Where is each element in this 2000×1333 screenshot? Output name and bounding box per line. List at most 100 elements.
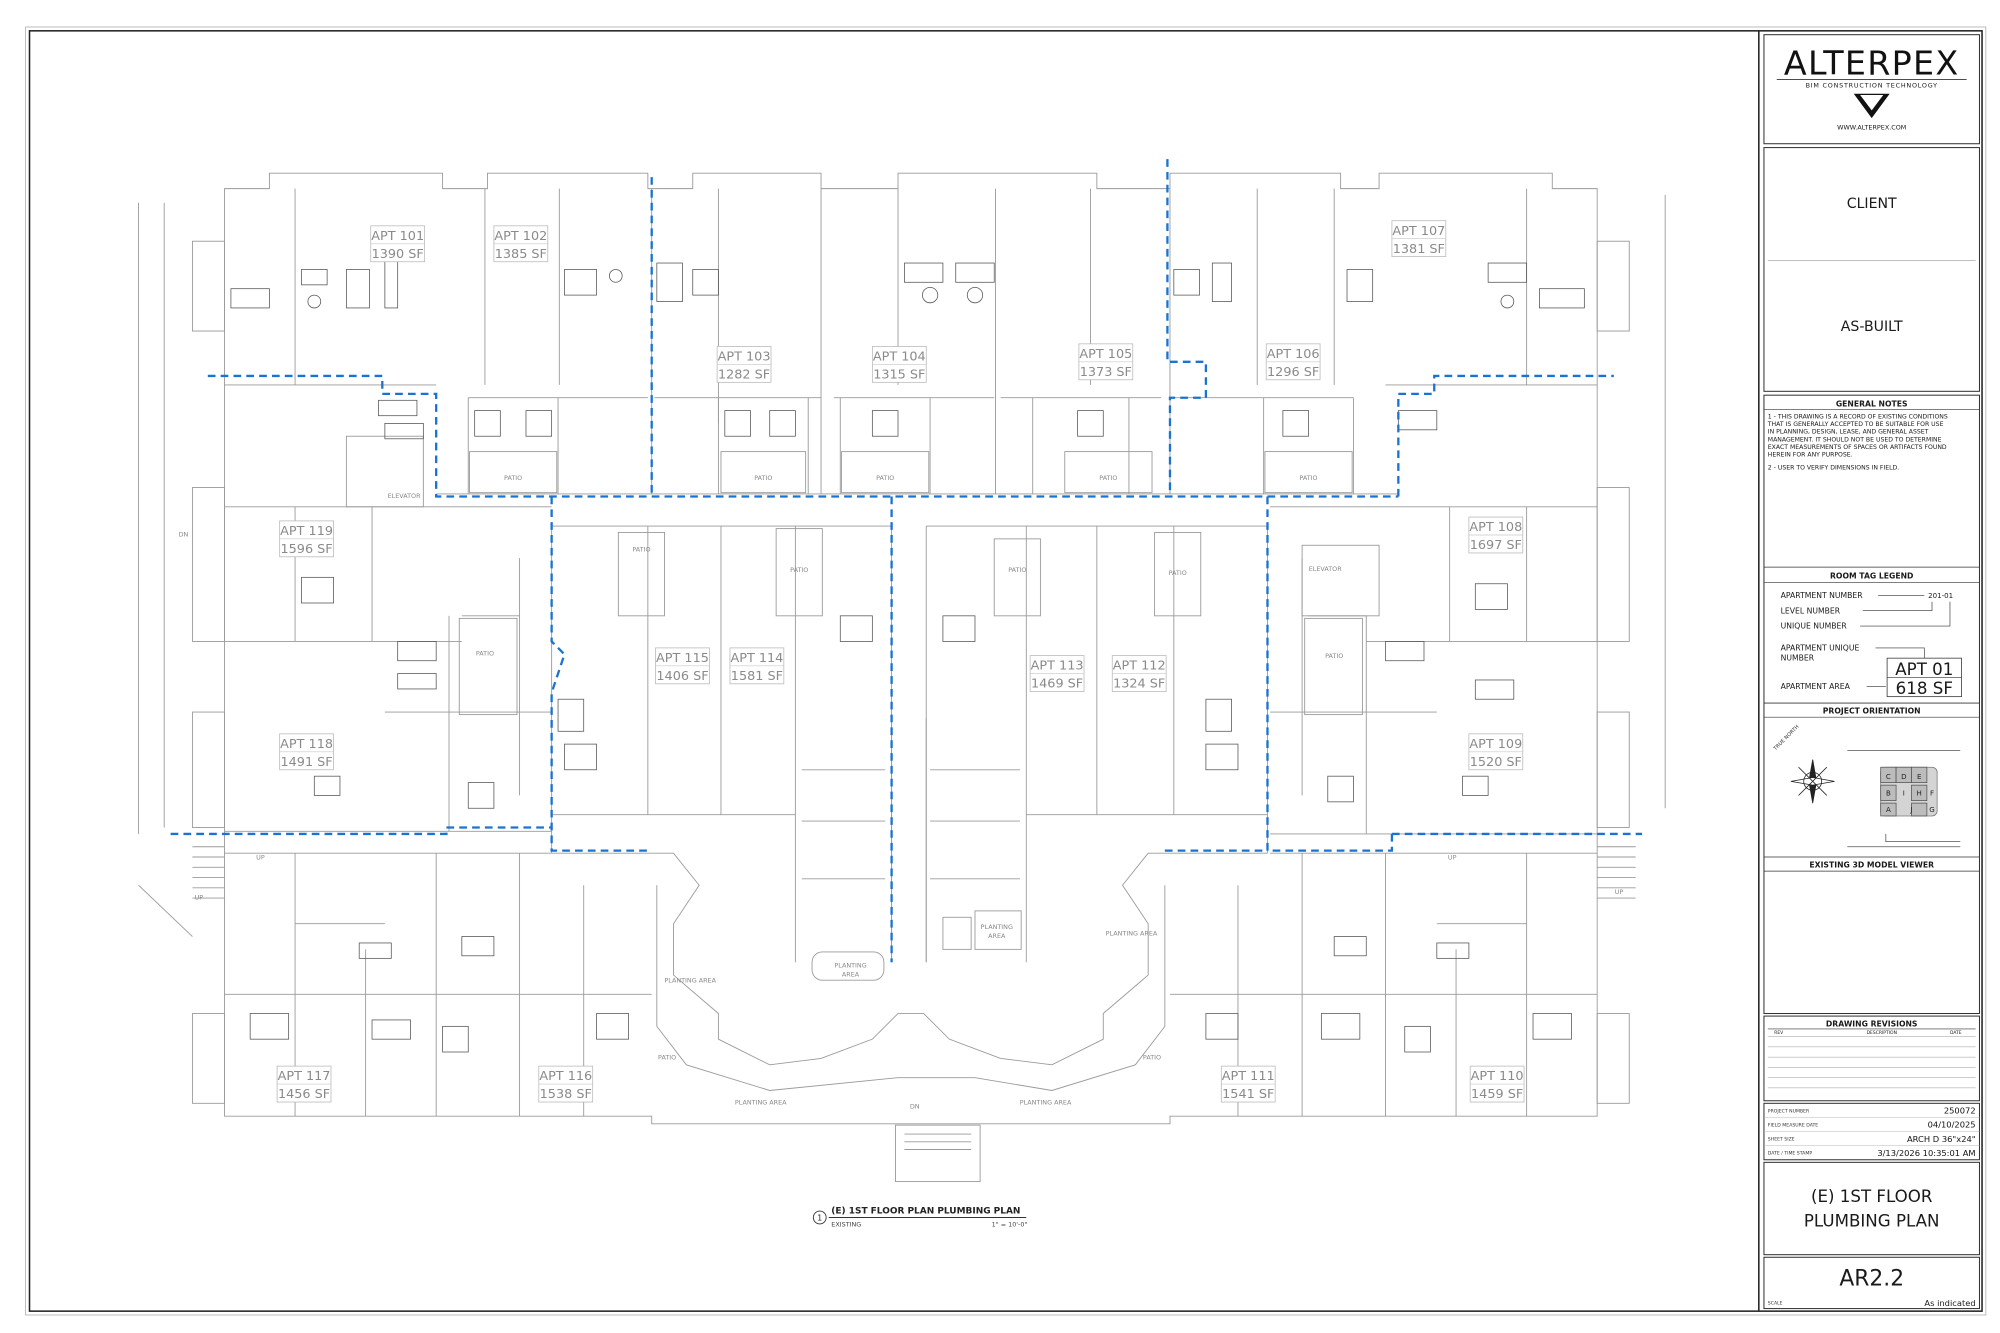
- orientation-title: PROJECT ORIENTATION: [1823, 706, 1921, 715]
- patio: [993, 538, 1041, 617]
- building-outline: [224, 172, 1598, 1125]
- planting-area-label: PLANTING AREA: [1020, 1099, 1072, 1107]
- patio-label: PATIO: [1325, 652, 1343, 660]
- view-scale: 1" = 10'-0": [992, 1220, 1028, 1228]
- legend-apt-unique-1: APARTMENT UNIQUE: [1781, 643, 1860, 652]
- key-plan-letter: E: [1917, 772, 1921, 781]
- client-label: CLIENT: [1847, 196, 1897, 212]
- apartment-name: APT 105: [1079, 347, 1132, 362]
- patio-label: PATIO: [476, 650, 494, 658]
- patio-label: PATIO: [1099, 474, 1117, 482]
- planting-area-label: PLANTING AREA: [1106, 929, 1158, 937]
- apartment-name: APT 117: [278, 1069, 331, 1084]
- legend-tag-area: 618 SF: [1896, 679, 1953, 698]
- patio: [1154, 531, 1202, 617]
- walls: [294, 188, 1528, 494]
- site-line: [138, 202, 193, 937]
- apartment-name: APT 115: [656, 651, 709, 666]
- apartment-name: APT 113: [1031, 659, 1084, 674]
- planting-area: [974, 910, 1022, 950]
- patio: [1304, 617, 1363, 716]
- apartment-name: APT 106: [1267, 347, 1320, 362]
- apartment-area: 1520 SF: [1470, 755, 1522, 770]
- up-label: UP: [195, 893, 204, 901]
- apartment-area: 1324 SF: [1113, 677, 1165, 692]
- planting-area-label: PLANTING AREA: [735, 1099, 787, 1107]
- walls: [224, 852, 652, 1117]
- entry-stair-treads: [904, 1133, 972, 1150]
- stair-core: [942, 916, 972, 950]
- apartment-name: APT 108: [1469, 520, 1522, 535]
- view-subtitle: EXISTING: [831, 1220, 861, 1228]
- elevator-label: ELEVATOR: [1309, 565, 1342, 573]
- project-number-label: PROJECT NUMBER: [1768, 1108, 1810, 1114]
- patio-label: PATIO: [1008, 566, 1026, 574]
- key-plan-letter: J: [1909, 805, 1912, 814]
- north-arrow-icon: [1790, 759, 1835, 804]
- patio-label: PATIO: [632, 546, 650, 554]
- apartment-area: 1581 SF: [731, 669, 783, 684]
- patio-label: PATIO: [754, 474, 772, 482]
- patio-label: PATIO: [658, 1054, 676, 1062]
- general-note-line: THAT IS GENERALLY ACCEPTED TO BE SUITABL…: [1767, 421, 1944, 428]
- apartment-area: 1315 SF: [873, 367, 925, 382]
- timestamp-label: DATE / TIME STAMP: [1768, 1151, 1813, 1157]
- apartment-name: APT 119: [280, 524, 333, 539]
- elevator: [1301, 544, 1380, 617]
- walls: [224, 384, 1598, 399]
- patio-label: PATIO: [876, 474, 894, 482]
- patio: [469, 451, 558, 494]
- key-plan: [1847, 750, 1961, 848]
- apartment-name: APT 110: [1471, 1069, 1524, 1084]
- general-note-line: EXACT MEASUREMENTS OF SPACES OR ARTIFACT…: [1768, 444, 1947, 451]
- legend-title: ROOM TAG LEGEND: [1830, 572, 1913, 581]
- walls: [1169, 852, 1598, 1117]
- key-plan-letter: I: [1903, 788, 1905, 797]
- apartment-name: APT 102: [494, 229, 547, 244]
- stair-right: [1597, 846, 1636, 899]
- apartment-area: 1541 SF: [1222, 1087, 1274, 1102]
- apartment-area: 1282 SF: [718, 367, 770, 382]
- apartment-name: APT 103: [718, 350, 771, 365]
- sheet-title-line-1: (E) 1ST FLOOR: [1811, 1187, 1933, 1206]
- patio-label: PATIO: [790, 566, 808, 574]
- general-note-line: 1 - THIS DRAWING IS A RECORD OF EXISTING…: [1768, 413, 1948, 420]
- planting-area-label: PLANTING AREA: [664, 977, 716, 985]
- patio-label: PATIO: [504, 474, 522, 482]
- legend-apt-unique-2: NUMBER: [1781, 654, 1815, 663]
- walls: [436, 397, 1399, 495]
- planting-label: PLANTING: [834, 961, 866, 969]
- apartment-area: 1390 SF: [372, 247, 424, 262]
- sheet-size: ARCH D 36"x24": [1907, 1134, 1976, 1144]
- walls: [551, 525, 893, 963]
- revisions-col-date: DATE: [1950, 1030, 1962, 1036]
- apartment-area: 1596 SF: [281, 542, 333, 557]
- up-label: UP: [1615, 888, 1624, 896]
- area-label: AREA: [842, 970, 860, 978]
- patio: [720, 451, 807, 494]
- project-number: 250072: [1944, 1106, 1976, 1116]
- bay-window: [191, 1013, 225, 1104]
- status-label: AS-BUILT: [1841, 319, 1903, 335]
- legend-apt-area: APARTMENT AREA: [1781, 682, 1851, 691]
- revisions-col-rev: REV: [1774, 1030, 1784, 1036]
- apartment-tag: APT 119 1596 SF: [279, 520, 334, 558]
- courtyard-planting: [656, 885, 1166, 1091]
- courtyard-planting: [651, 852, 1170, 1066]
- apartment-name: APT 114: [730, 651, 783, 666]
- dn-label: DN: [179, 530, 189, 538]
- key-plan-letter: D: [1901, 772, 1907, 781]
- sheet-outer-border: [25, 26, 1987, 1316]
- patio: [1264, 451, 1353, 494]
- bay-window: [191, 487, 225, 642]
- bay-window: [191, 240, 225, 332]
